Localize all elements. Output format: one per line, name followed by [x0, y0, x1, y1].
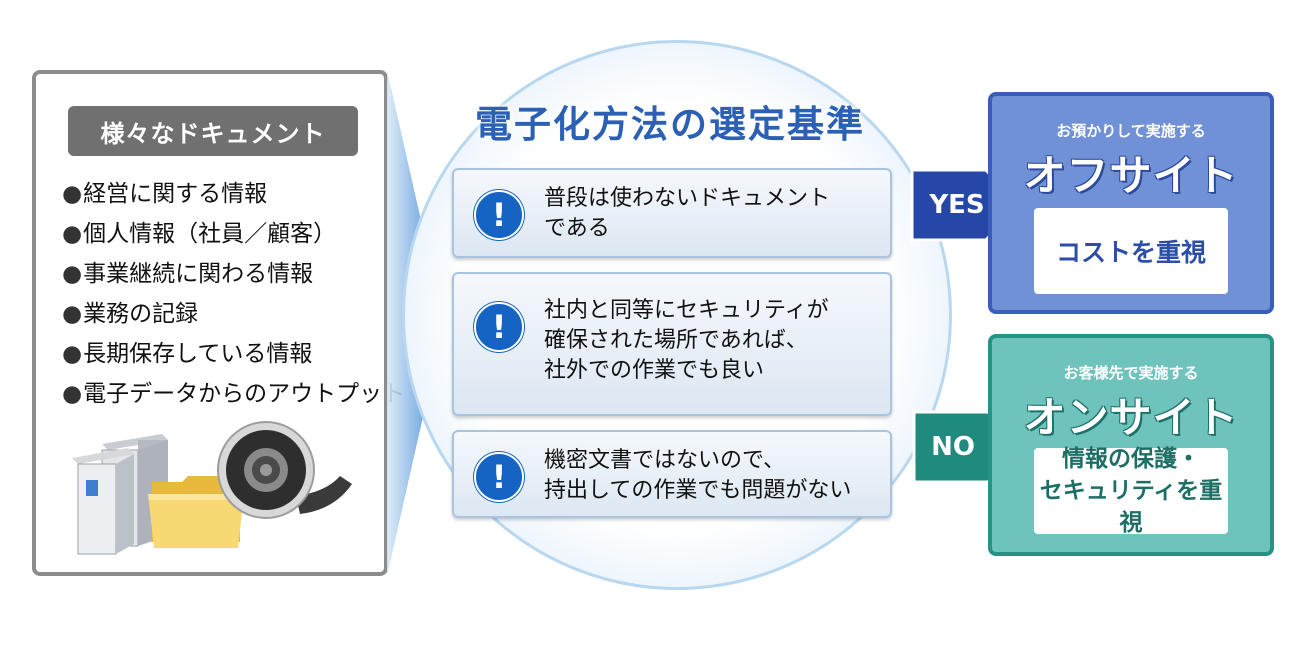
- list-item: ●経営に関する情報: [62, 181, 268, 207]
- offsite-focus: コストを重視: [1034, 208, 1228, 294]
- criteria-item: ! 社内と同等にセキュリティが 確保された場所であれば、 社外での作業でも良い: [452, 272, 892, 416]
- offsite-subtitle: お預かりして実施する: [1056, 122, 1206, 140]
- yes-label: YES: [929, 190, 985, 220]
- document-types-title: 様々なドキュメント: [68, 106, 358, 156]
- criteria-text: 普段は使わないドキュメント である: [544, 186, 831, 241]
- list-item: ●業務の記録: [62, 301, 199, 327]
- onsite-subtitle: お客様先で実施する: [1063, 364, 1199, 382]
- exclamation-icon: !: [474, 452, 524, 502]
- folder-icon: [148, 476, 244, 548]
- onsite-title: オンサイト: [1023, 393, 1239, 442]
- criteria-title: 電子化方法の選定基準: [475, 103, 865, 146]
- onsite-box: お客様先で実施する オンサイト 情報の保護・ セキュリティを重視: [988, 334, 1274, 556]
- exclamation-icon: !: [474, 190, 524, 240]
- list-item: ●個人情報（社員／顧客）: [62, 221, 337, 247]
- criteria-text: 社内と同等にセキュリティが 確保された場所であれば、 社外での作業でも良い: [544, 298, 829, 383]
- document-types-panel: 様々なドキュメント ●経営に関する情報 ●個人情報（社員／顧客） ●事業継続に関…: [32, 70, 405, 576]
- criteria-text: 機密文書ではないので、 持出しての作業でも問題がない: [544, 448, 852, 503]
- exclamation-icon: !: [474, 302, 524, 352]
- offsite-box: お預かりして実施する オフサイト コストを重視: [988, 92, 1274, 314]
- document-list: ●経営に関する情報 ●個人情報（社員／顧客） ●事業継続に関わる情報 ●業務の記…: [62, 174, 405, 414]
- list-item: ●事業継続に関わる情報: [62, 261, 314, 287]
- no-label: NO: [931, 432, 975, 462]
- film-reel-icon: [217, 421, 352, 519]
- list-item: ●長期保存している情報: [62, 341, 313, 367]
- onsite-focus: 情報の保護・ セキュリティを重視: [1034, 446, 1228, 536]
- offsite-title: オフサイト: [1023, 151, 1239, 200]
- criteria-item: ! 機密文書ではないので、 持出しての作業でも問題がない: [452, 430, 892, 518]
- list-item: ●電子データからのアウトプット: [62, 381, 406, 407]
- criteria-item: ! 普段は使わないドキュメント である: [452, 168, 892, 258]
